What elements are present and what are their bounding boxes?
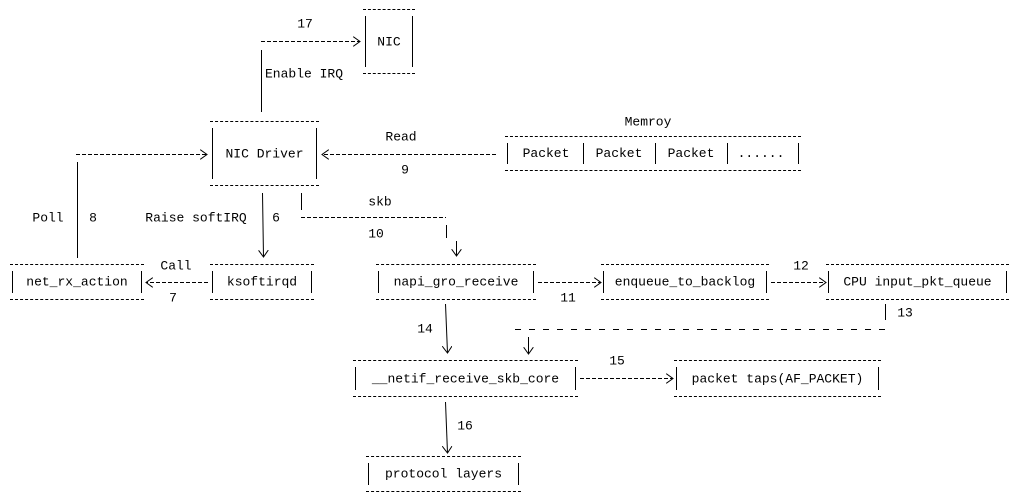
raise-softirq-arrow [263, 192, 264, 257]
memory-divider [583, 143, 584, 164]
protocol-arrow [446, 401, 448, 453]
step-14: 14 [417, 321, 433, 337]
enqueue-to-backlog-box[interactable]: enqueue_to_backlog [601, 264, 769, 300]
memory-box[interactable]: Packet Packet Packet ...... [505, 136, 801, 171]
memory-cell: Packet [595, 146, 643, 161]
net-rx-action-box[interactable]: net_rx_action [10, 264, 144, 300]
step-15: 15 [609, 353, 625, 369]
call-label: Call [160, 258, 192, 274]
netif-receive-skb-core-box[interactable]: __netif_receive_skb_core [353, 360, 578, 397]
step-9: 9 [401, 162, 409, 178]
skb-label: skb [368, 194, 392, 210]
packet-taps-box[interactable]: packet taps(AF_PACKET) [674, 360, 881, 397]
nic-box[interactable]: NIC [363, 9, 415, 74]
step-6: 6 [272, 210, 280, 226]
step-10: 10 [368, 226, 384, 242]
step-16: 16 [457, 418, 473, 434]
ksoftirqd-box[interactable]: ksoftirqd [210, 264, 314, 300]
napi-gro-receive-label: napi_gro_receive [393, 274, 519, 290]
enqueue-to-backlog-label: enqueue_to_backlog [614, 274, 756, 290]
ksoftirqd-label: ksoftirqd [226, 274, 298, 290]
nic-label: NIC [377, 34, 401, 49]
step-7: 7 [169, 290, 177, 306]
memory-cell: ...... [737, 146, 785, 161]
enable-irq-label: Enable IRQ [264, 66, 344, 82]
memory-cell: Packet [522, 146, 570, 161]
memory-divider [727, 143, 728, 164]
step-11: 11 [560, 290, 576, 306]
memory-title: Memroy [624, 114, 672, 130]
netif-receive-skb-core-label: __netif_receive_skb_core [371, 371, 560, 386]
memory-divider [655, 143, 656, 164]
protocol-layers-box[interactable]: protocol layers [366, 456, 521, 492]
packet-taps-label: packet taps(AF_PACKET) [691, 371, 864, 386]
protocol-layers-label: protocol layers [384, 466, 503, 482]
read-label: Read [385, 129, 417, 145]
cpu-input-pkt-queue-label: CPU input_pkt_queue [843, 274, 992, 290]
cpu-input-pkt-queue-box[interactable]: CPU input_pkt_queue [826, 264, 1009, 300]
step-13: 13 [897, 305, 913, 321]
step-8: 8 [89, 210, 97, 226]
step-17: 17 [297, 16, 313, 32]
poll-label: Poll [32, 210, 64, 226]
napi-gro-receive-box[interactable]: napi_gro_receive [376, 264, 536, 300]
nic-driver-box[interactable]: NIC Driver [210, 121, 319, 186]
memory-cell: Packet [667, 146, 715, 161]
gro-to-core-arrow [446, 303, 448, 353]
net-rx-action-label: net_rx_action [26, 274, 128, 290]
raise-softirq-label: Raise softIRQ [145, 210, 247, 226]
step-12: 12 [793, 258, 809, 274]
nic-driver-label: NIC Driver [225, 146, 304, 161]
